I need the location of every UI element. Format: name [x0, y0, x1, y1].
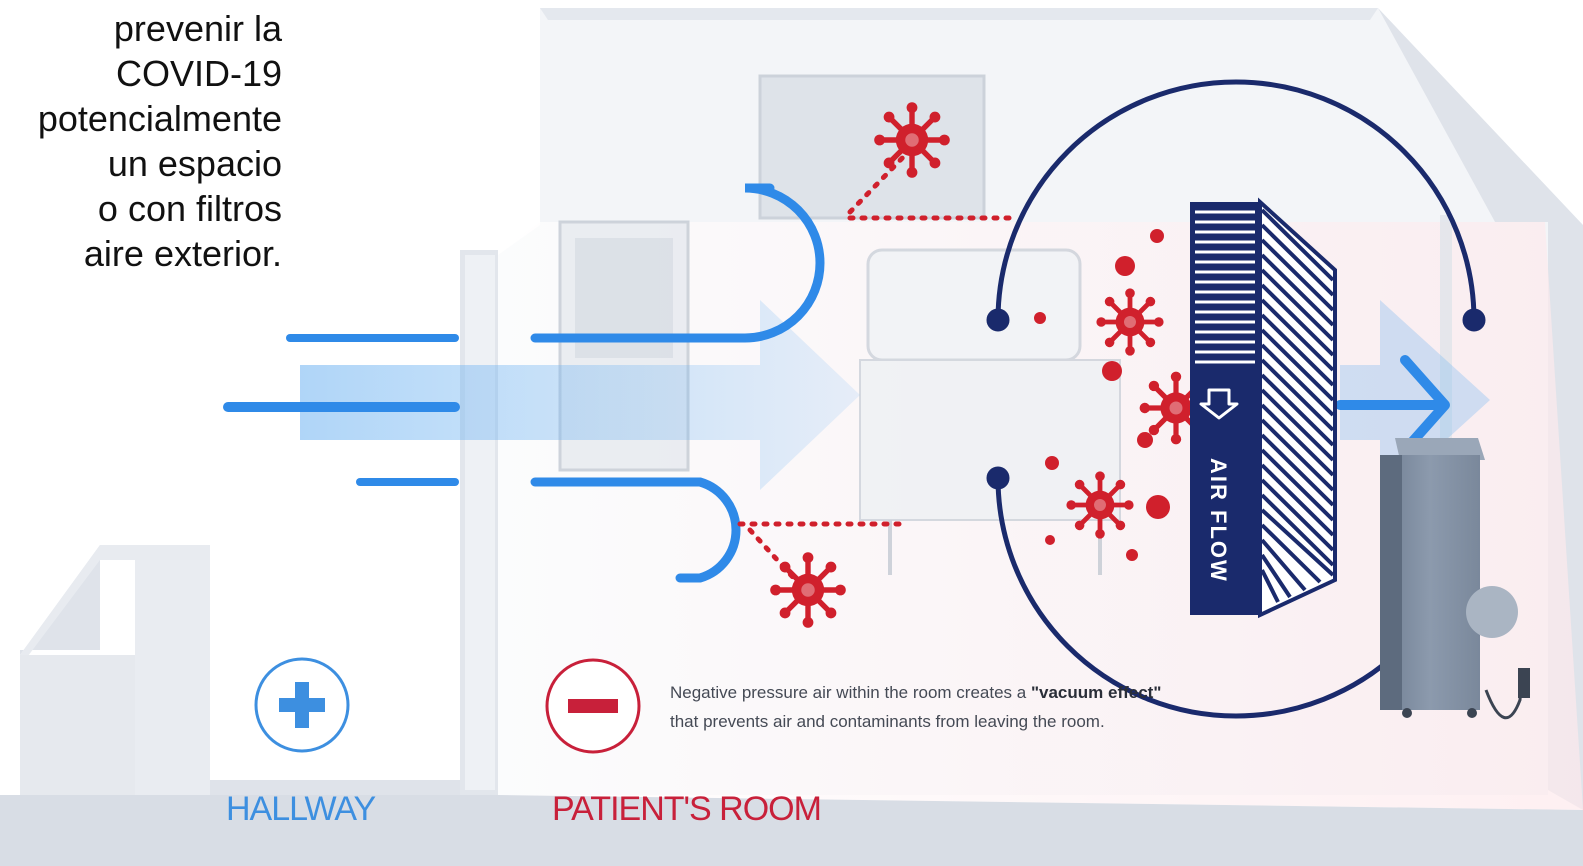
flow-arrows: [223, 183, 1450, 583]
caption-part2: that prevents air and contaminants from …: [670, 712, 1105, 731]
vacuum-effect-caption: Negative pressure air within the room cr…: [670, 678, 1310, 736]
caption-emphasis: "vacuum effect": [1030, 683, 1162, 702]
virus-icon: [770, 552, 846, 628]
intro-line: COVID-19: [115, 53, 282, 94]
virus-icon: [1096, 288, 1163, 355]
arrow-up-icon: [1199, 388, 1239, 420]
intro-line: potencialmente: [37, 98, 282, 139]
hepa-filter: AIR FLOW: [1190, 197, 1337, 619]
exhaust-arrowhead: [1400, 355, 1450, 455]
virus-icon: [1066, 471, 1133, 538]
intro-line: o con filtros: [97, 188, 282, 229]
plus-icon: [279, 682, 325, 728]
negative-pressure-sign: [545, 658, 641, 754]
air-flow-label: AIR FLOW: [1206, 458, 1231, 583]
patients-room-label: PATIENT'S ROOM: [552, 790, 822, 828]
intro-text: prevenir la COVID-19 potencialmente un e…: [0, 6, 282, 276]
minus-icon: [568, 699, 618, 713]
caption-part1: Negative pressure air within the room cr…: [670, 683, 1031, 702]
contaminant-particles: [770, 102, 1212, 628]
bottom-return-arc: [530, 477, 741, 583]
intro-line: un espacio: [107, 143, 282, 184]
hallway-label: HALLWAY: [226, 790, 376, 828]
air-scrubber-unit: [1380, 438, 1530, 720]
virus-icon: [874, 102, 950, 178]
positive-pressure-sign: [254, 657, 350, 753]
intro-line: prevenir la: [113, 8, 282, 49]
top-return-arc: [530, 183, 825, 343]
intro-line: aire exterior.: [83, 233, 282, 274]
